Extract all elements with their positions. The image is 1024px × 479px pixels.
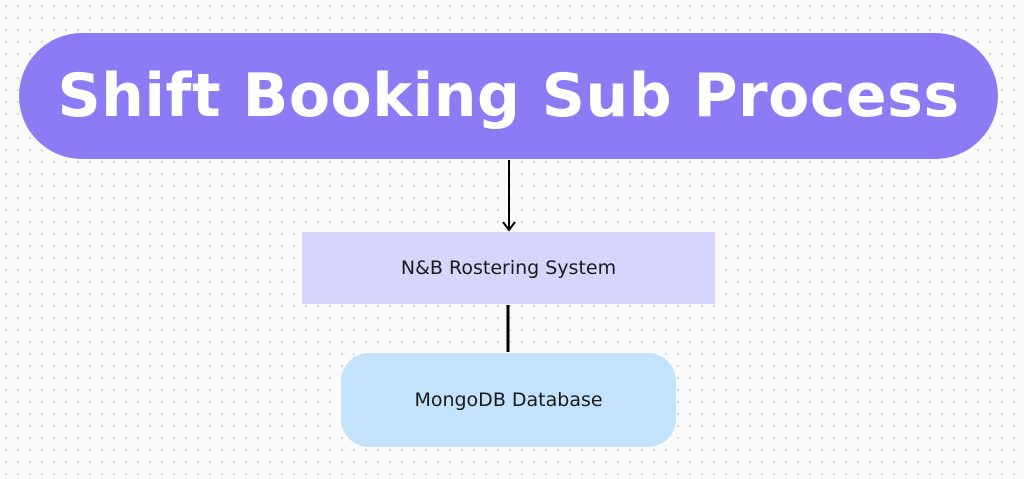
node-label-database: MongoDB Database (414, 389, 603, 411)
edge-arrowhead (502, 221, 516, 232)
node-mongodb-database: MongoDB Database (341, 353, 676, 447)
title-node: Shift Booking Sub Process (19, 33, 998, 159)
node-label-rostering: N&B Rostering System (400, 257, 617, 279)
diagram-title: Shift Booking Sub Process (57, 61, 960, 131)
node-rostering-system: N&B Rostering System (302, 232, 715, 304)
